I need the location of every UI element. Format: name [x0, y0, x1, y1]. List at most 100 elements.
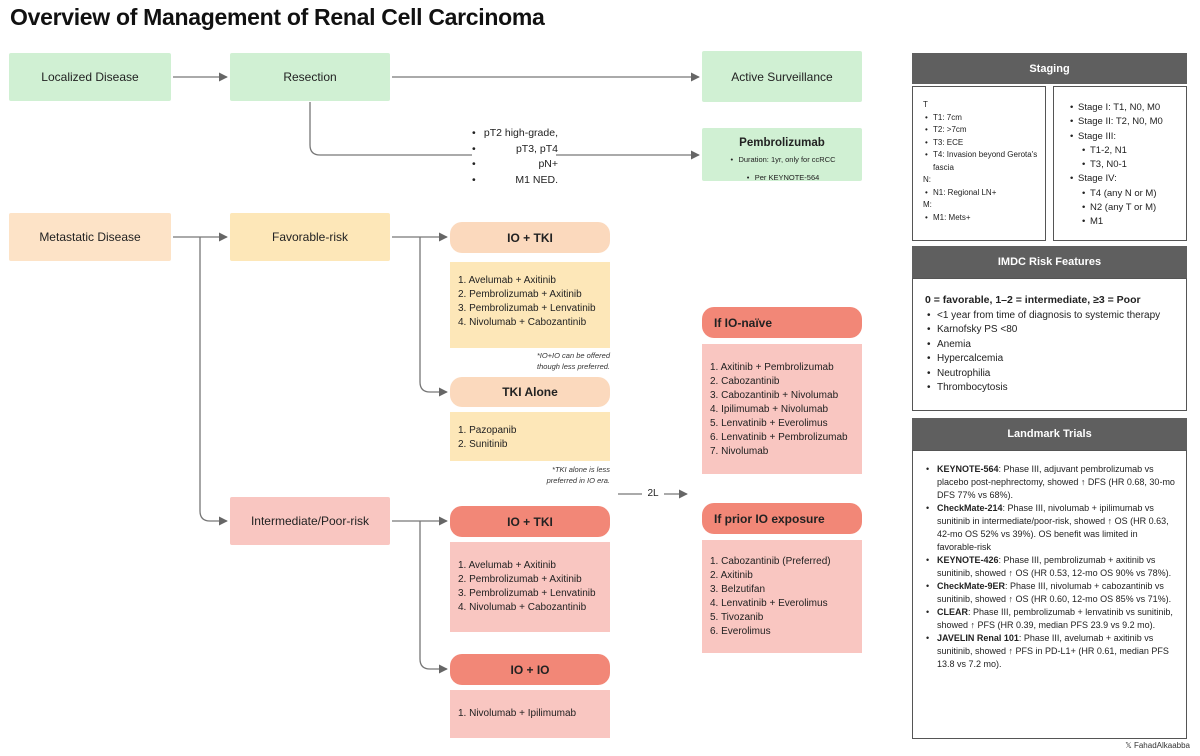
trial-text: : Phase III, adjuvant pembrolizumab vs p…	[937, 464, 1175, 500]
prior-io-list: 1. Cabozantinib (Preferred) 2. Axitinib …	[702, 540, 862, 653]
list-item: 3. Pembrolizumab + Lenvatinib	[458, 588, 596, 599]
t-item: T4: Invasion beyond Gerota's fascia	[923, 149, 1039, 174]
list-item: 2. Pembrolizumab + Axitinib	[458, 574, 582, 585]
stage-4: Stage IV:	[1068, 172, 1182, 187]
io-naive-list: 1. Axitinib + Pembrolizumab 2. Cabozanti…	[702, 344, 862, 474]
arrow-resection-pembrolizumab	[309, 102, 472, 156]
list-item: 5. Lenvatinib + Everolimus	[710, 418, 828, 429]
tnm-panel: T T1: 7cm T2: >7cm T3: ECE T4: Invasion …	[912, 86, 1046, 241]
note-line: *IO+IO can be offered	[536, 351, 610, 360]
trial-name: KEYNOTE-426	[937, 555, 999, 565]
trial-item: CheckMate-9ER: Phase III, nivolumab + ca…	[923, 580, 1178, 606]
trial-text: : Phase III, pembrolizumab + axitinib vs…	[937, 555, 1172, 578]
stage-1: Stage I: T1, N0, M0	[1068, 101, 1182, 116]
stage-4-item: N2 (any T or M)	[1080, 201, 1182, 216]
list-item: 4. Lenvatinib + Everolimus	[710, 598, 828, 609]
arrow-favorable-tki-alone	[419, 237, 448, 397]
m-label: M:	[923, 200, 932, 209]
list-item: 1. Nivolumab + Ipilimumab	[458, 708, 577, 719]
imdc-item: Thrombocytosis	[925, 381, 1178, 396]
list-item: 2. Sunitinib	[458, 439, 508, 450]
list-item: 1. Pazopanib	[458, 425, 517, 436]
trial-text: : Phase III, nivolumab + ipilimumab vs s…	[937, 503, 1169, 552]
list-item: 4. Nivolumab + Cabozantinib	[458, 602, 587, 613]
imdc-item: Hypercalcemia	[925, 352, 1178, 367]
list-item: 2. Cabozantinib	[710, 376, 780, 387]
second-line-label: 2L	[647, 488, 659, 499]
imdc-item: Neutrophilia	[925, 367, 1178, 382]
imdc-summary: 0 = favorable, 1–2 = intermediate, ≥3 = …	[925, 294, 1141, 306]
trial-name: CheckMate-9ER	[937, 581, 1006, 591]
criteria-item: pT2 high-grade,	[470, 126, 558, 142]
io-naive-header: If IO-naïve	[702, 307, 862, 338]
staging-header: Staging	[912, 53, 1187, 84]
intermediate-io-tki-header: IO + TKI	[450, 506, 610, 537]
stage-4-item: M1	[1080, 215, 1182, 230]
pembrolizumab-node: Pembrolizumab Duration: 1yr, only for cc…	[702, 128, 862, 183]
list-item: 6. Lenvatinib + Pembrolizumab	[710, 432, 848, 443]
stage-3: Stage III:	[1068, 130, 1182, 145]
imdc-item: <1 year from time of diagnosis to system…	[925, 309, 1178, 324]
pembrolizumab-title: Pembrolizumab	[739, 137, 825, 149]
imdc-item: Karnofsky PS <80	[925, 323, 1178, 338]
trial-item: JAVELIN Renal 101: Phase III, avelumab +…	[923, 632, 1178, 671]
favorable-io-tki-header: IO + TKI	[450, 222, 610, 253]
arrow-intermediate-io-io	[419, 521, 448, 674]
imdc-header: IMDC Risk Features	[912, 246, 1187, 278]
trial-item: KEYNOTE-564: Phase III, adjuvant pembrol…	[923, 463, 1178, 502]
trial-name: KEYNOTE-564	[937, 464, 999, 474]
favorable-io-tki-list: 1. Avelumab + Axitinib 2. Pembrolizumab …	[450, 262, 610, 348]
page-title: Overview of Management of Renal Cell Car…	[10, 4, 545, 30]
intermediate-io-io-header: IO + IO	[450, 654, 610, 685]
intermediate-io-io-list: 1. Nivolumab + Ipilimumab	[450, 690, 610, 738]
resection-node: Resection	[230, 53, 390, 101]
localized-disease-node: Localized Disease	[9, 53, 171, 101]
trial-name: CheckMate-214	[937, 503, 1003, 513]
list-item: 1. Cabozantinib (Preferred)	[710, 556, 831, 567]
tki-alone-list: 1. Pazopanib 2. Sunitinib	[450, 412, 610, 461]
note-line: *TKI alone is less	[552, 465, 610, 474]
pembrolizumab-trial: Per KEYNOTE-564	[745, 172, 820, 183]
t-label: T	[923, 100, 928, 109]
list-item: 3. Belzutifan	[710, 584, 766, 595]
imdc-item: Anemia	[925, 338, 1178, 353]
stage-2: Stage II: T2, N0, M0	[1068, 115, 1182, 130]
n-item: N1: Regional LN+	[923, 187, 1039, 200]
imdc-panel: 0 = favorable, 1–2 = intermediate, ≥3 = …	[912, 278, 1187, 411]
trials-header: Landmark Trials	[912, 418, 1187, 450]
list-item: 3. Pembrolizumab + Lenvatinib	[458, 303, 596, 314]
intermediate-poor-risk-node: Intermediate/Poor-risk	[230, 497, 390, 545]
prior-io-header: If prior IO exposure	[702, 503, 862, 534]
metastatic-disease-node: Metastatic Disease	[9, 213, 171, 261]
m-item: M1: Mets+	[923, 212, 1039, 225]
intermediate-io-tki-list: 1. Avelumab + Axitinib 2. Pembrolizumab …	[450, 542, 610, 632]
x-logo-icon: 𝕏	[1125, 741, 1132, 750]
tki-alone-note: *TKI alone is less preferred in IO era.	[470, 464, 610, 486]
t-item: T2: >7cm	[923, 124, 1039, 137]
trial-item: CheckMate-214: Phase III, nivolumab + ip…	[923, 502, 1178, 554]
note-line: though less preferred.	[537, 362, 610, 371]
list-item: 7. Nivolumab	[710, 446, 769, 457]
t-item: T1: 7cm	[923, 112, 1039, 125]
trial-item: KEYNOTE-426: Phase III, pembrolizumab + …	[923, 554, 1178, 580]
stage-3-item: T3, N0-1	[1080, 158, 1182, 173]
list-item: 1. Axitinib + Pembrolizumab	[710, 362, 834, 373]
list-item: 3. Cabozantinib + Nivolumab	[710, 390, 839, 401]
favorable-io-tki-note: *IO+IO can be offered though less prefer…	[470, 350, 610, 372]
active-surveillance-node: Active Surveillance	[702, 51, 862, 102]
trial-name: CLEAR	[937, 607, 968, 617]
list-item: 1. Avelumab + Axitinib	[458, 275, 556, 286]
criteria-item: M1 NED.	[470, 173, 558, 189]
arrow-metastatic-intermediate	[199, 237, 228, 526]
pembrolizumab-duration: Duration: 1yr, only for ccRCC	[728, 154, 835, 165]
list-item: 5. Tivozanib	[710, 612, 764, 623]
stage-3-item: T1-2, N1	[1080, 144, 1182, 159]
trial-text: : Phase III, pembrolizumab + lenvatinib …	[937, 607, 1173, 630]
n-label: N:	[923, 175, 931, 184]
author-handle: FahadAlkaabba	[1133, 741, 1190, 750]
trial-text: : Phase III, nivolumab + cabozantinib vs…	[937, 581, 1172, 604]
author-credit: 𝕏 FahadAlkaabba	[1110, 741, 1190, 750]
stage-groups-panel: Stage I: T1, N0, M0 Stage II: T2, N0, M0…	[1053, 86, 1187, 241]
adjuvant-criteria: pT2 high-grade, pT3, pT4 pN+ M1 NED.	[470, 126, 558, 188]
